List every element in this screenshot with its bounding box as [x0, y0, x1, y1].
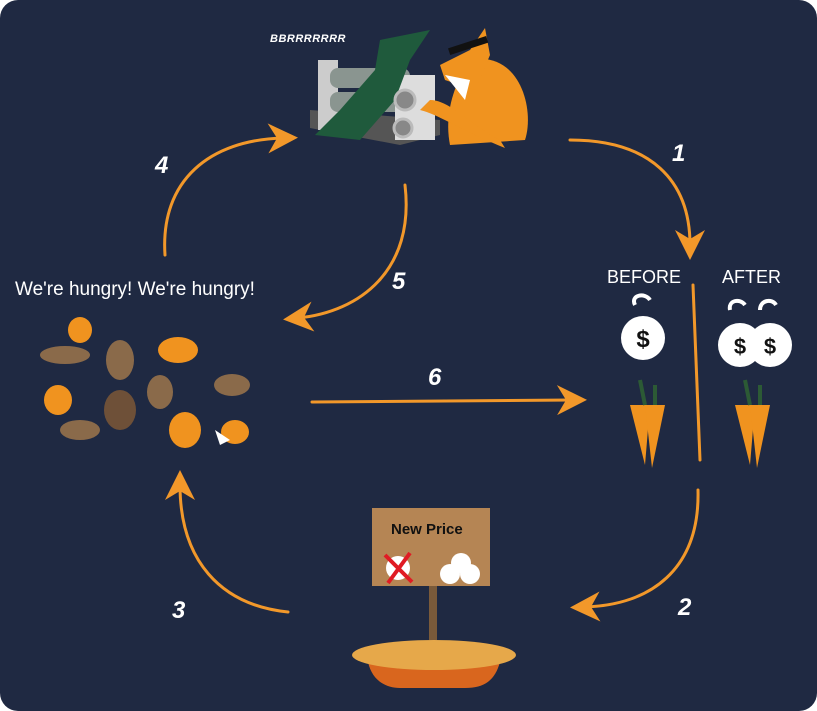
- carrots-after: [735, 379, 770, 468]
- arrow-3: [165, 470, 290, 614]
- printer-sound-text: BBRRRRRRR: [270, 33, 346, 45]
- step-2-label: 2: [678, 594, 692, 621]
- money-printer-illustration: [310, 30, 440, 145]
- step-6-label: 6: [428, 364, 442, 391]
- hungry-text: We're hungry! We're hungry!: [15, 279, 255, 300]
- step-1-label: 1: [672, 140, 686, 167]
- after-label: AFTER: [722, 267, 782, 287]
- svg-text:$: $: [764, 334, 776, 359]
- arrow-1: [568, 138, 705, 260]
- hungry-crowd-illustration: [40, 317, 250, 448]
- arrow-5: [283, 183, 408, 332]
- carrots-before: [630, 379, 665, 468]
- step-5-label: 5: [392, 268, 406, 295]
- step-3-label: 3: [172, 597, 186, 624]
- svg-text:$: $: [636, 326, 650, 353]
- price-sign: [372, 508, 490, 640]
- sign-text: New Price: [391, 521, 463, 538]
- money-bag-before: $: [621, 293, 665, 360]
- pie-illustration: [352, 640, 516, 688]
- before-label: BEFORE: [607, 267, 682, 287]
- before-after-divider: [691, 283, 702, 462]
- fox-illustration: [420, 28, 528, 148]
- arrow-2: [570, 488, 700, 622]
- arrow-4: [163, 123, 298, 257]
- arrow-6: [310, 385, 587, 416]
- money-bags-after: $ $: [718, 298, 792, 367]
- svg-text:$: $: [734, 334, 746, 359]
- step-4-label: 4: [155, 152, 169, 179]
